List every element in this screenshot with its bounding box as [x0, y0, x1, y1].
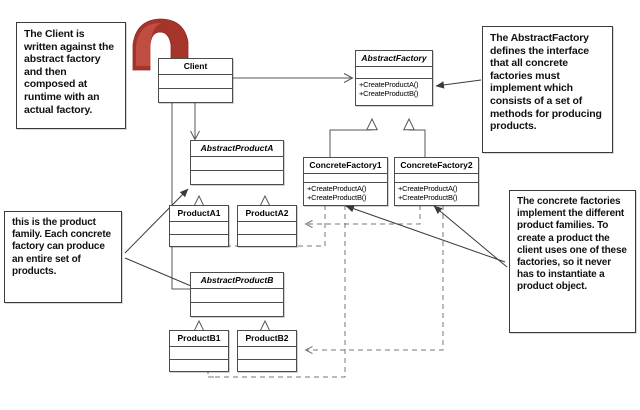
class-attributes-concretefactory2 [395, 174, 478, 183]
line-cf2-to-productb2 [306, 205, 444, 350]
class-attributes-client [159, 75, 232, 89]
class-name-abstractfactory: AbstractFactory [356, 51, 432, 67]
class-name-abstractproducta: AbstractProductA [191, 141, 283, 157]
class-operations-abstractfactory: +CreateProductA() +CreateProductB() [356, 79, 432, 98]
class-box-client[interactable]: Client [158, 58, 233, 103]
class-operations-producta1 [170, 235, 228, 248]
line-cf1-to-productb1-arrow [208, 362, 214, 378]
class-attributes-abstractproducta [191, 157, 283, 171]
line-cf1-to-abstractfactory [329, 117, 378, 157]
class-operations-client [159, 89, 232, 103]
line-cf2-to-producta2 [306, 205, 421, 224]
class-box-abstractfactory[interactable]: AbstractFactory +CreateProductA() +Creat… [355, 50, 433, 106]
class-box-producta1[interactable]: ProductA1 [169, 205, 229, 247]
class-box-abstractproductb[interactable]: AbstractProductB [190, 272, 284, 317]
leader-note-productfamily-a [124, 188, 189, 254]
leader-note-concretefactory2 [433, 205, 508, 268]
class-operations-concretefactory1: +CreateProductA() +CreateProductB() [304, 183, 387, 202]
class-name-productb1: ProductB1 [170, 331, 228, 347]
operation: +CreateProductB() [359, 88, 419, 98]
class-attributes-concretefactory1 [304, 174, 387, 183]
class-box-producta2[interactable]: ProductA2 [237, 205, 297, 247]
class-operations-productb2 [238, 360, 296, 373]
class-attributes-abstractproductb [191, 289, 283, 303]
class-name-concretefactory1: ConcreteFactory1 [304, 158, 387, 174]
note-abstract-factory: The AbstractFactory defines the interfac… [482, 26, 613, 153]
class-operations-abstractproductb [191, 303, 283, 317]
line-client-to-abstractproductb-path [171, 102, 228, 290]
class-attributes-productb1 [170, 347, 228, 360]
note-concrete-factories: The concrete factories implement the dif… [509, 190, 636, 333]
class-name-producta2: ProductA2 [238, 206, 296, 222]
class-attributes-producta2 [238, 222, 296, 235]
operation: +CreateProductB() [398, 192, 458, 202]
leader-note-abstractfactory [435, 79, 482, 89]
line-cf1-to-productb1-path [208, 205, 346, 378]
class-name-concretefactory2: ConcreteFactory2 [395, 158, 478, 174]
note-client: The Client is written against the abstra… [16, 22, 126, 129]
class-attributes-abstractfactory [356, 67, 432, 79]
class-box-concretefactory2[interactable]: ConcreteFactory2 +CreateProductA() +Crea… [394, 157, 479, 206]
class-box-productb2[interactable]: ProductB2 [237, 330, 297, 372]
operation: +CreateProductA() [307, 183, 367, 193]
class-operations-producta2 [238, 235, 296, 248]
class-operations-concretefactory2: +CreateProductA() +CreateProductB() [395, 183, 478, 202]
class-name-producta1: ProductA1 [170, 206, 228, 222]
class-box-productb1[interactable]: ProductB1 [169, 330, 229, 372]
class-attributes-producta1 [170, 222, 228, 235]
line-cf2-to-abstractfactory [403, 117, 426, 157]
operation: +CreateProductA() [398, 183, 458, 193]
class-operations-abstractproducta [191, 171, 283, 185]
operation: +CreateProductA() [359, 79, 419, 89]
class-box-abstractproducta[interactable]: AbstractProductA [190, 140, 284, 185]
leader-note-concretefactory1 [345, 205, 506, 263]
class-box-concretefactory1[interactable]: ConcreteFactory1 +CreateProductA() +Crea… [303, 157, 388, 206]
class-name-client: Client [159, 59, 232, 75]
class-attributes-productb2 [238, 347, 296, 360]
operation: +CreateProductB() [307, 192, 367, 202]
class-operations-productb1 [170, 360, 228, 373]
class-name-productb2: ProductB2 [238, 331, 296, 347]
class-name-abstractproductb: AbstractProductB [191, 273, 283, 289]
note-product-family: this is the product family. Each concret… [4, 211, 122, 303]
